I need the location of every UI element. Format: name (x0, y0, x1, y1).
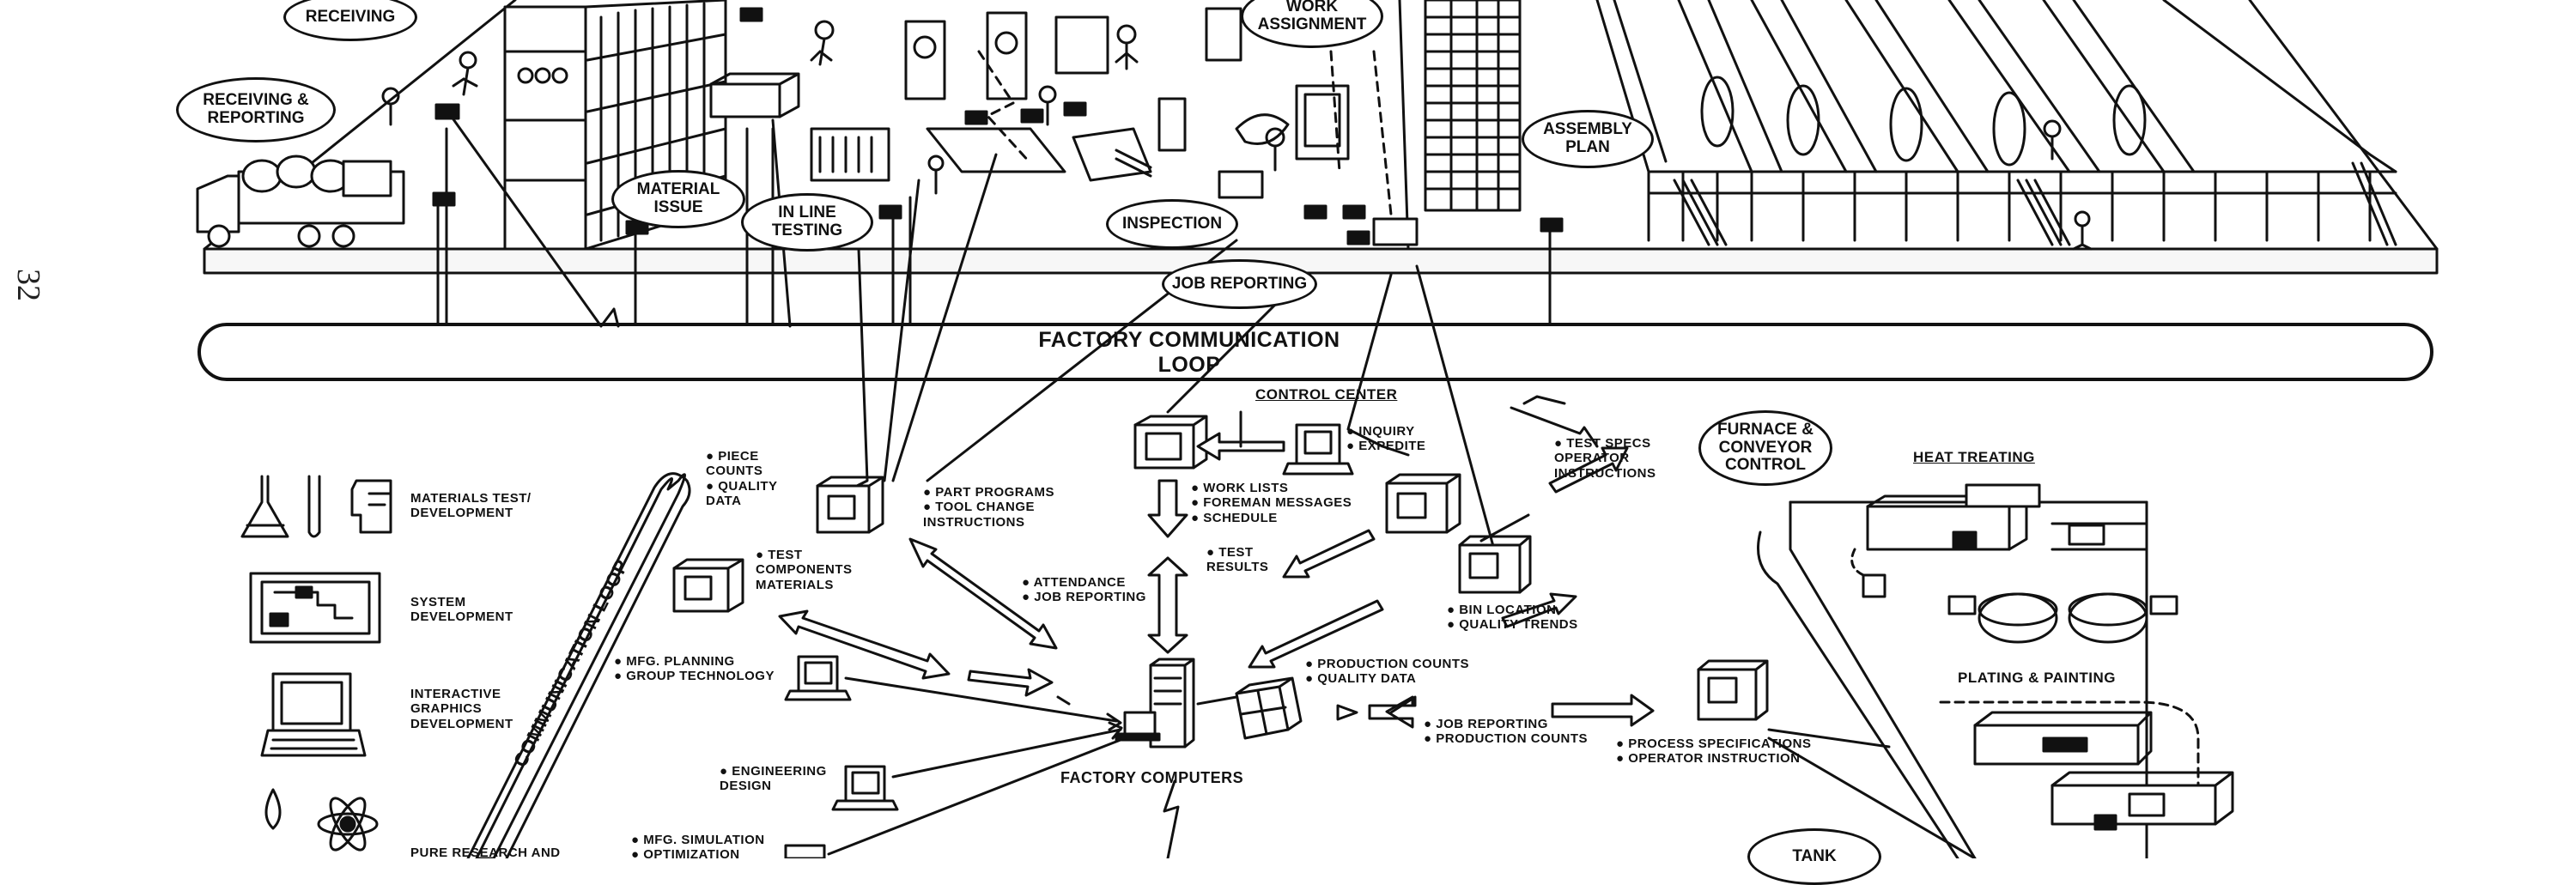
legend-materials-test: MATERIALS TEST/ DEVELOPMENT (410, 491, 532, 521)
delivery-truck (196, 155, 405, 248)
callout-job-reporting: JOB REPORTING (1162, 259, 1317, 309)
note-attendance: ● ATTENDANCE ● JOB REPORTING (1022, 575, 1146, 605)
factory-communication-loop-label: FACTORY COMMUNICATION LOOP (1038, 328, 1340, 377)
terminal-feed-lines (436, 50, 1552, 328)
note-production-counts: ● PRODUCTION COUNTS ● QUALITY DATA (1305, 657, 1470, 687)
assembly-rack (1398, 0, 1522, 251)
floor-terminals (432, 7, 1564, 245)
factory-communication-loop (197, 323, 2433, 381)
factory-communication-diagram: 32 RECEIVING RECEIVING & REPORTING MATER… (10, 0, 2439, 885)
note-test-components: ● TEST COMPONENTS MATERIALS (756, 548, 853, 592)
note-test-results: ● TEST RESULTS (1206, 545, 1269, 575)
callout-inspection: INSPECTION (1106, 199, 1238, 249)
note-engineering-design: ● ENGINEERING DESIGN (720, 764, 827, 794)
warehouse-rack (503, 0, 727, 251)
callout-material-issue: MATERIAL ISSUE (611, 170, 745, 228)
note-mfg-planning: ● MFG. PLANNING ● GROUP TECHNOLOGY (614, 654, 775, 684)
legend-icons (240, 475, 392, 852)
assembly-lines (1647, 0, 2397, 251)
factory-computers-graphic (1115, 658, 1303, 749)
heat-treat-plating-area (1757, 483, 2234, 858)
plating-painting-heading: PLATING & PAINTING (1958, 670, 2117, 686)
note-job-reporting-counts: ● JOB REPORTING ● PRODUCTION COUNTS (1424, 717, 1589, 747)
note-inquiry-expedite: ● INQUIRY ● EXPEDITE (1346, 424, 1426, 454)
callout-tank: TANK (1747, 828, 1881, 885)
callout-furnace-conveyor-control: FURNACE & CONVEYOR CONTROL (1698, 410, 1832, 486)
note-part-programs: ● PART PROGRAMS ● TOOL CHANGE INSTRUCTIO… (923, 485, 1054, 530)
legend-system-development: SYSTEM DEVELOPMENT (410, 595, 513, 625)
heat-treating-heading: HEAT TREATING (1913, 449, 2035, 465)
diagram-artwork (196, 0, 2439, 858)
note-mfg-simulation: ● MFG. SIMULATION ● OPTIMIZATION (631, 833, 765, 863)
control-center-heading: CONTROL CENTER (1255, 386, 1398, 403)
control-center-graphic (1133, 415, 1354, 654)
legend-interactive-graphics: INTERACTIVE GRAPHICS DEVELOPMENT (410, 687, 513, 731)
callout-receiving-reporting: RECEIVING & REPORTING (176, 77, 336, 142)
communication-loop-band (475, 473, 686, 858)
note-bin-location: ● BIN LOCATION ● QUALITY TRENDS (1447, 603, 1578, 633)
workers (381, 51, 2062, 195)
page-number: 32 (10, 269, 46, 301)
note-piece-counts: ● PIECE COUNTS ● QUALITY DATA (706, 449, 778, 508)
machine-cluster (709, 7, 1419, 246)
factory-computers-label: FACTORY COMPUTERS (1060, 769, 1244, 786)
peripheral-computers (672, 395, 1769, 858)
callout-assembly-plan: ASSEMBLY PLAN (1522, 110, 1654, 168)
callout-in-line-testing: IN LINE TESTING (741, 193, 873, 252)
note-process-specs: ● PROCESS SPECIFICATIONS ● OPERATOR INST… (1616, 736, 1812, 767)
callout-receiving: RECEIVING (283, 0, 417, 41)
note-work-lists: ● WORK LISTS ● FOREMAN MESSAGES ● SCHEDU… (1191, 481, 1352, 525)
legend-pure-research: PURE RESEARCH AND (410, 846, 561, 860)
note-test-specs: ● TEST SPECS OPERATOR INSTRUCTIONS (1554, 436, 1656, 481)
